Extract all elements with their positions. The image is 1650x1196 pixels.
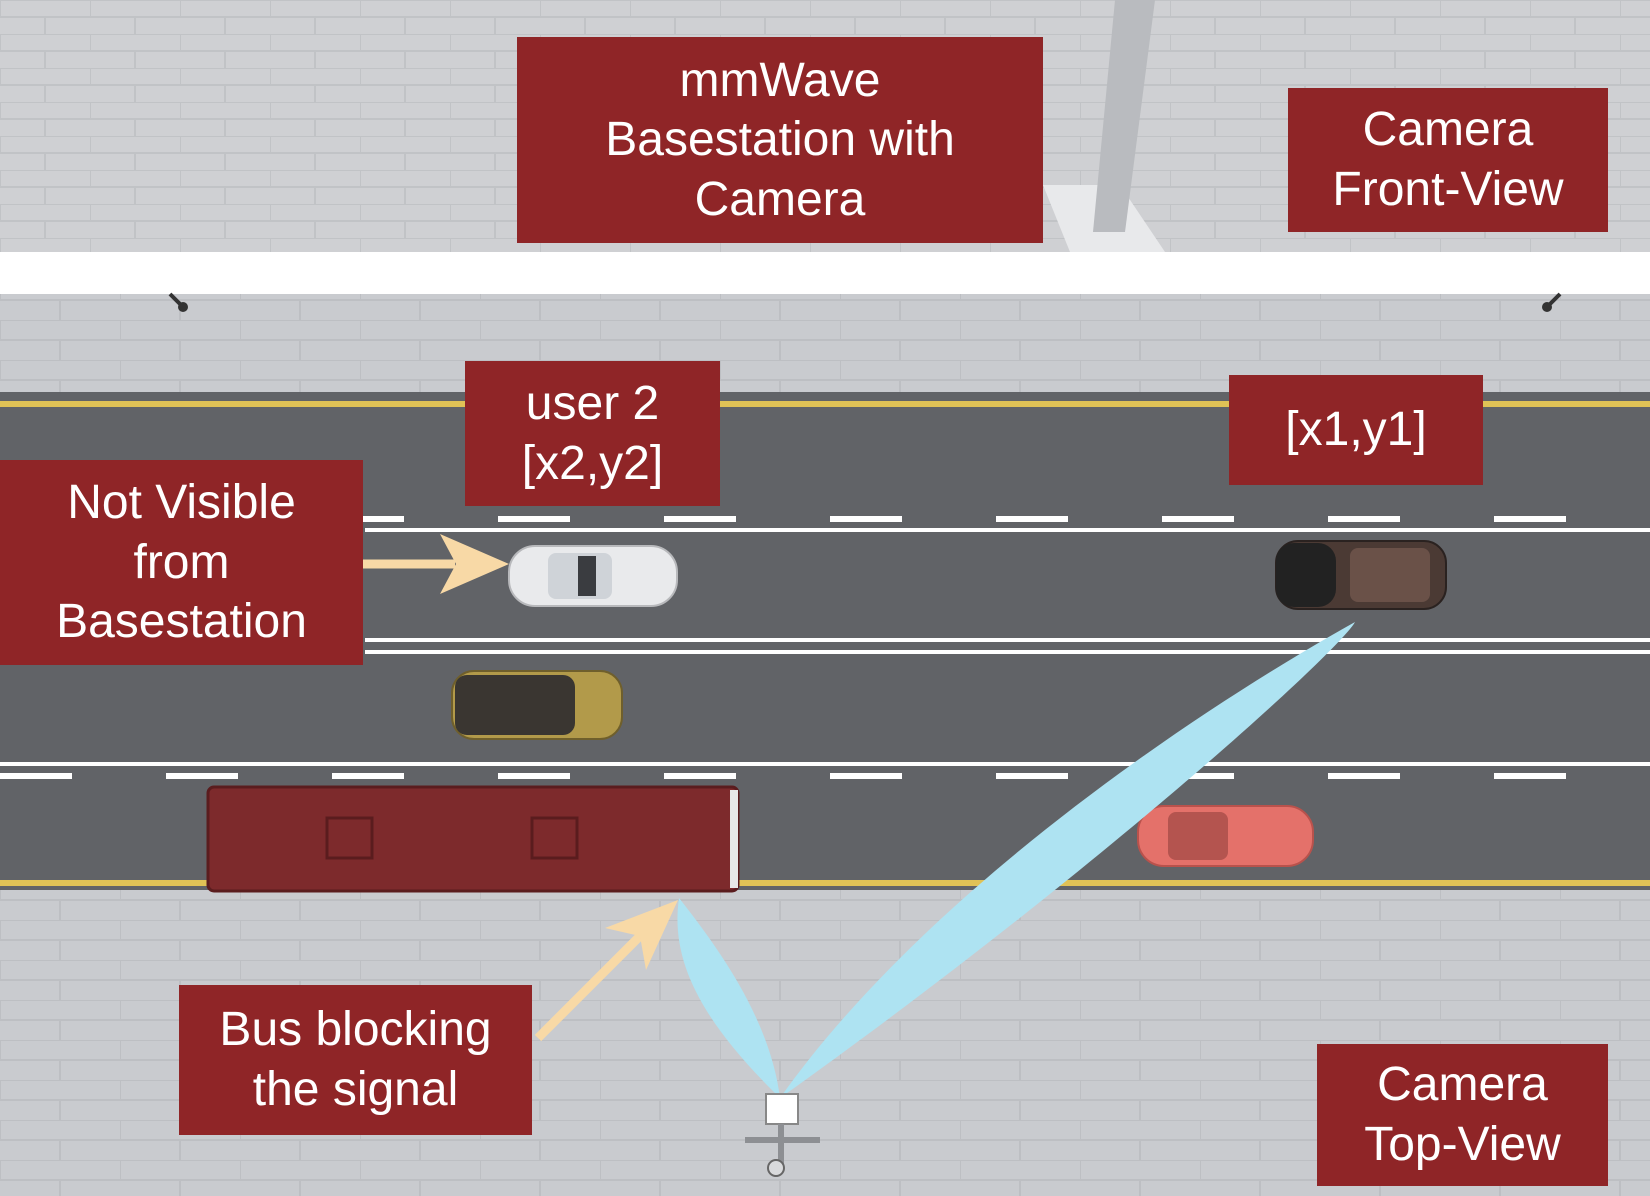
camera-front-view-label: Camera Front-View: [1288, 88, 1608, 232]
view-divider: [0, 252, 1650, 294]
beam-to-user1: [780, 622, 1355, 1098]
arrow-not-visible: [345, 534, 509, 594]
vehicle-car-red: [1137, 805, 1314, 867]
pole: [1093, 0, 1155, 232]
vehicle-suv-gold: [451, 670, 623, 740]
bus-blocking-label: Bus blocking the signal: [179, 985, 532, 1135]
user1-coordinates-label: [x1,y1]: [1229, 375, 1483, 485]
camera-top-view-label: Camera Top-View: [1317, 1044, 1608, 1186]
road-edge-bottom: [0, 880, 1650, 886]
street-lamp-right: [1542, 292, 1562, 312]
street-lamp-left: [168, 292, 188, 312]
arrow-bus-blocking: [534, 900, 678, 1042]
basestation-device: [745, 1093, 820, 1177]
road-edge-top: [0, 401, 1650, 407]
vehicle-user2: [508, 545, 678, 607]
vehicle-user1: [1275, 540, 1447, 610]
vehicle-bus: [206, 785, 740, 893]
basestation-label: mmWave Basestation with Camera: [517, 37, 1043, 243]
not-visible-label: Not Visible from Basestation: [0, 460, 363, 665]
beam-to-bus: [677, 898, 780, 1098]
user2-label: user 2 [x2,y2]: [465, 361, 720, 506]
